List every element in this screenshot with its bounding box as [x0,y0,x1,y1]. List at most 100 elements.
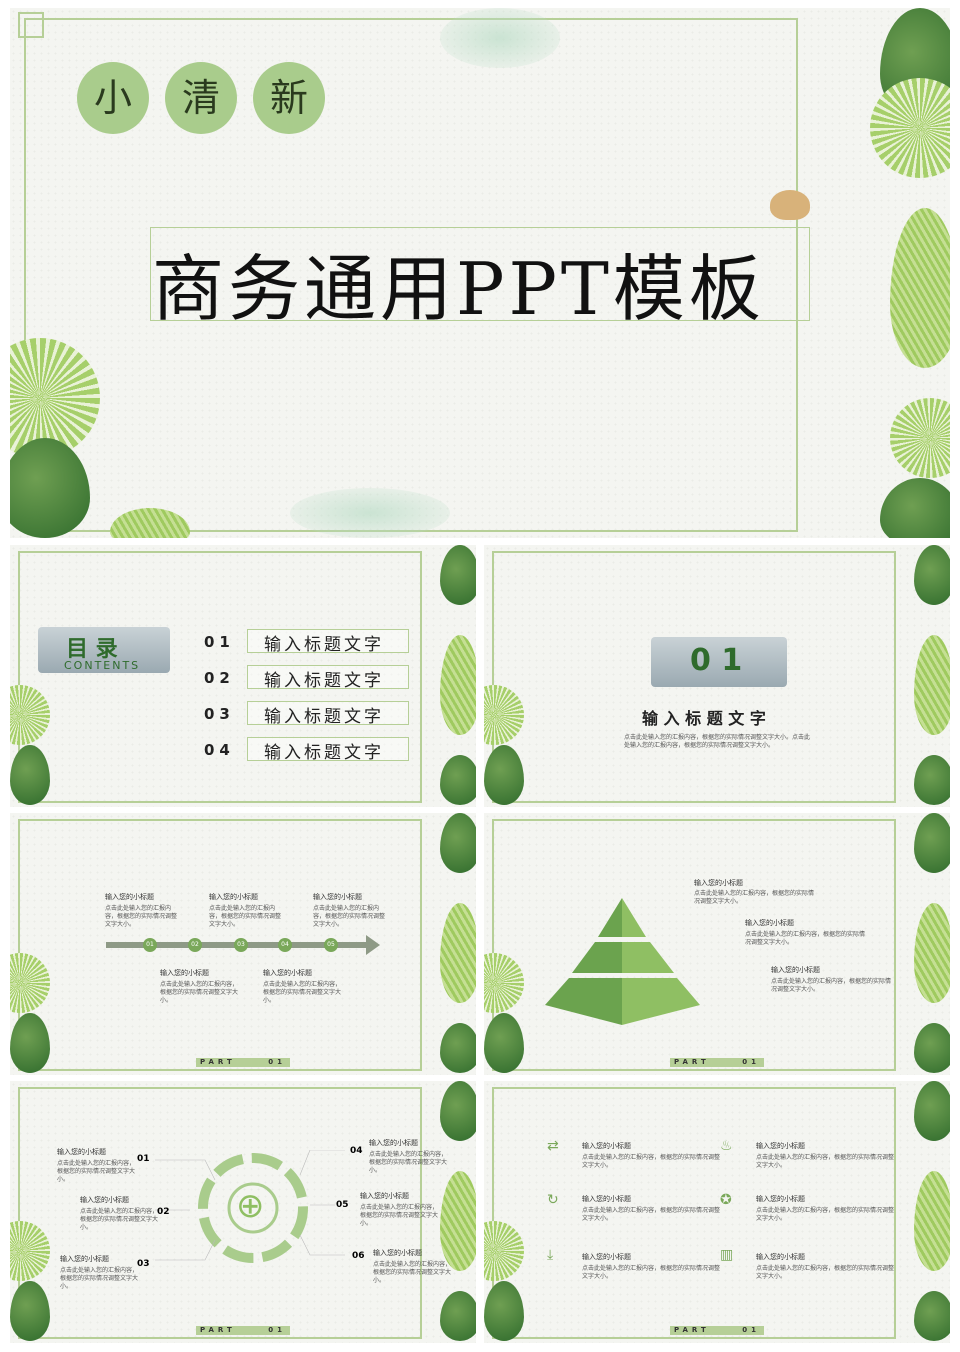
part-label: PART [200,1058,236,1066]
pyramid-top-left [598,898,622,937]
section-body: 点击此处输入您的汇报内容，根据您的实际情况调整文字大小。点击此处输入您的汇报内容… [624,734,811,749]
icon-sub-2: 输入您的小标题 [756,1142,805,1150]
connector-lines [155,1150,345,1261]
part-num: 01 [268,1326,286,1334]
timeline-dot-3: 03 [234,938,248,952]
circle-num-5: 05 [336,1200,349,1210]
circle-body-6: 点击此处输入您的汇报内容，根据您的实际情况调整文字大小。 [373,1261,452,1284]
section-sign-num: 0 1 [690,643,743,678]
icon-body-5: 点击此处输入您的汇报内容，根据您的实际情况调整文字大小。 [582,1265,721,1280]
timeline-sub-4: 输入您的小标题 [160,969,209,977]
icon-body-6: 点击此处输入您的汇报内容，根据您的实际情况调整文字大小。 [756,1265,895,1280]
circle-num-4: 04 [350,1146,363,1156]
section-title: 输 入 标 题 文 字 [642,709,766,728]
cover-char-3: 新 [253,62,325,134]
circle-num-1: 01 [137,1154,150,1164]
bird-icon [770,190,810,220]
timeline-sub-3: 输入您的小标题 [313,893,362,901]
toc-label-4: 输入标题文字 [264,743,384,763]
circle-num-2: 02 [157,1207,170,1217]
timeline-sub-1: 输入您的小标题 [105,893,154,901]
part-label: PART [200,1326,236,1334]
circle-body-2: 点击此处输入您的汇报内容，根据您的实际情况调整文字大小。 [80,1208,159,1231]
toc-slide [10,545,476,807]
toc-sign-title: 目 录 [66,637,118,662]
toc-num-4: 04 [204,741,235,759]
circle-sub-1: 输入您的小标题 [57,1148,106,1156]
icon-sub-3: 输入您的小标题 [582,1195,631,1203]
cover-title: 商务通用PPT模板 [152,247,765,331]
map-icon: ▥ [720,1247,734,1263]
download-icon: ⤓ [547,1247,554,1263]
pyramid-body-1: 点击此处输入您的汇报内容，根据您的实际情况调整文字大小。 [694,890,815,905]
refresh-icon: ↻ [547,1192,559,1208]
part-num: 01 [742,1326,760,1334]
part-label-circle: PART 01 [196,1326,290,1335]
toc-num-3: 03 [204,705,235,723]
timeline-body-3: 点击此处输入您的汇报内容，根据您的实际情况调整文字大小。 [313,905,386,928]
timeline-body-4: 点击此处输入您的汇报内容，根据您的实际情况调整文字大小。 [160,981,239,1004]
toc-label-1: 输入标题文字 [264,635,384,655]
fire-icon: ♨ [720,1138,733,1154]
toc-label-3: 输入标题文字 [264,707,384,727]
pyramid-mid-right [622,942,674,973]
circle-sub-6: 输入您的小标题 [373,1249,422,1257]
part-num: 01 [742,1058,760,1066]
icon-slide [484,1081,950,1343]
pyramid-chart [545,898,700,1025]
shuffle-icon: ⇄ [547,1138,559,1154]
cover-char-1: 小 [77,62,149,134]
icon-body-3: 点击此处输入您的汇报内容，根据您的实际情况调整文字大小。 [582,1207,721,1222]
icon-body-1: 点击此处输入您的汇报内容，根据您的实际情况调整文字大小。 [582,1154,721,1169]
award-icon: ✪ [720,1192,732,1208]
pyramid-body-3: 点击此处输入您的汇报内容，根据您的实际情况调整文字大小。 [771,978,892,993]
cover-title-box [150,227,810,321]
timeline-dot-2: 02 [188,938,202,952]
toc-num-1: 01 [204,633,235,651]
pyramid-bot-left [545,978,622,1025]
segmented-ring [198,1153,308,1263]
icon-body-4: 点击此处输入您的汇报内容，根据您的实际情况调整文字大小。 [756,1207,895,1222]
part-label: PART [674,1326,710,1334]
circle-num-3: 03 [137,1259,150,1269]
circle-body-1: 点击此处输入您的汇报内容，根据您的实际情况调整文字大小。 [57,1160,136,1183]
circle-num-6: 06 [352,1251,365,1261]
icon-sub-4: 输入您的小标题 [756,1195,805,1203]
icon-sub-5: 输入您的小标题 [582,1253,631,1261]
circle-body-5: 点击此处输入您的汇报内容，根据您的实际情况调整文字大小。 [360,1204,439,1227]
circle-body-3: 点击此处输入您的汇报内容，根据您的实际情况调整文字大小。 [60,1267,139,1290]
timeline-sub-5: 输入您的小标题 [263,969,312,977]
circle-slide [10,1081,476,1343]
section-slide [484,545,950,807]
circle-sub-3: 输入您的小标题 [60,1255,109,1263]
part-label-pyramid: PART 01 [670,1058,764,1067]
timeline-body-5: 点击此处输入您的汇报内容，根据您的实际情况调整文字大小。 [263,981,342,1004]
timeline-body-2: 点击此处输入您的汇报内容，根据您的实际情况调整文字大小。 [209,905,282,928]
cover-char-2: 清 [165,62,237,134]
timeline-body-1: 点击此处输入您的汇报内容，根据您的实际情况调整文字大小。 [105,905,178,928]
pyramid-sub-2: 输入您的小标题 [745,919,794,927]
pyramid-top-right [622,898,646,937]
circle-sub-4: 输入您的小标题 [369,1139,418,1147]
toc-num-2: 02 [204,669,235,687]
icon-sub-1: 输入您的小标题 [582,1142,631,1150]
timeline-sub-2: 输入您的小标题 [209,893,258,901]
toc-sign [38,627,170,673]
part-label-timeline: PART 01 [196,1058,290,1067]
circle-sub-5: 输入您的小标题 [360,1192,409,1200]
timeline-dot-5: 05 [324,938,338,952]
section-sign [651,637,787,687]
icon-sub-6: 输入您的小标题 [756,1253,805,1261]
icon-body-2: 点击此处输入您的汇报内容，根据您的实际情况调整文字大小。 [756,1154,895,1169]
timeline-arrow [366,935,380,955]
pyramid-bot-right [622,978,700,1025]
pyramid-mid-left [572,942,622,973]
part-num: 01 [268,1058,286,1066]
timeline-dot-4: 04 [278,938,292,952]
timeline-dot-1: 01 [143,938,157,952]
part-label: PART [674,1058,710,1066]
toc-label-2: 输入标题文字 [264,671,384,691]
pyramid-sub-3: 输入您的小标题 [771,966,820,974]
globe-icon: ⊕ [236,1186,265,1226]
circle-body-4: 点击此处输入您的汇报内容，根据您的实际情况调整文字大小。 [369,1151,448,1174]
